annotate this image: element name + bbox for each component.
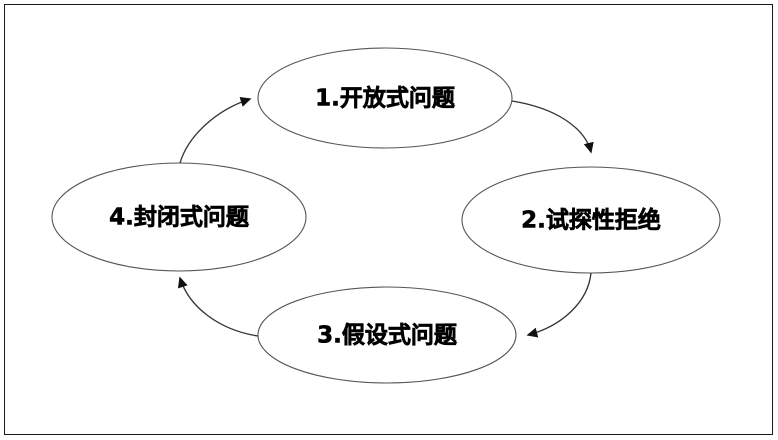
node-label-1: 1.开放式问题 — [315, 85, 455, 112]
arrow-1-to-2 — [511, 100, 594, 154]
arrow-4-to-1 — [179, 97, 252, 164]
arrow-3-to-4 — [177, 276, 259, 337]
node-ellipse-1[interactable] — [257, 47, 513, 149]
arrow-2-to-3 — [526, 272, 592, 338]
node-ellipse-3[interactable] — [257, 286, 517, 384]
node-label-4: 4.封闭式问题 — [109, 204, 249, 231]
node-ellipse-4[interactable] — [51, 162, 307, 272]
node-label-3: 3.假设式问题 — [317, 322, 457, 349]
node-label-2: 2.试探性拒绝 — [521, 207, 661, 234]
